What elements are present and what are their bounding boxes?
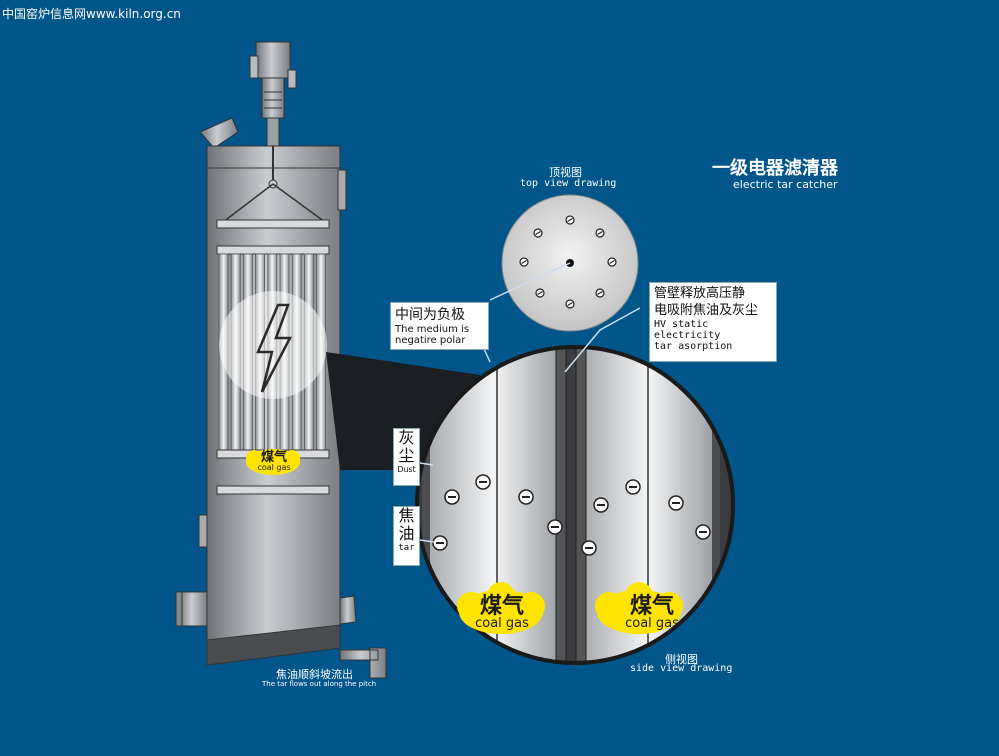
- minus-circle-icon: [444, 489, 460, 505]
- minus-circle-icon: [695, 524, 711, 540]
- coal-gas-label-left: 煤气 coal gas: [475, 594, 529, 631]
- top-view-cn: 顶视图: [549, 166, 582, 179]
- disc-hole: [533, 228, 543, 238]
- minus-circle-icon: [625, 479, 641, 495]
- top-view-en: top view drawing: [520, 178, 617, 189]
- minus-circle-icon: [547, 519, 563, 535]
- disc-hole: [565, 299, 575, 309]
- title-cn: 一级电器滤清器: [712, 158, 838, 179]
- minus-circle-icon: [668, 495, 684, 511]
- tar-flow-en: The tar flows out along the pitch: [262, 680, 377, 688]
- minus-circle-icon: [432, 535, 448, 551]
- minus-circle-icon: [593, 497, 609, 513]
- coal-gas-blob-left: [457, 582, 545, 634]
- coal-gas-blob-small: [246, 449, 300, 475]
- watermark: 中国窑炉信息网www.kiln.org.cn: [2, 7, 181, 21]
- disc-hole: [595, 228, 605, 238]
- side-view-cn: 侧视图: [665, 653, 698, 666]
- coal-gas-label-small: 煤气 coal gas: [257, 450, 291, 472]
- top-nozzle: [249, 41, 297, 147]
- disc-hole: [519, 257, 529, 267]
- pointer-lines: [419, 262, 641, 543]
- lightning-disc: [219, 291, 327, 399]
- negative-pole-box: 中间为负极 The medium is negatire polar: [390, 302, 489, 350]
- title-en: electric tar catcher: [733, 178, 838, 191]
- minus-circle-icon: [475, 474, 491, 490]
- disc-hole: [565, 215, 575, 225]
- tar-box: 焦 油 tar: [393, 506, 420, 566]
- tar-flow-cn: 焦油顺斜坡流出: [276, 668, 353, 681]
- dust-box: 灰 尘 Dust: [393, 428, 420, 486]
- disc-hole: [595, 288, 605, 298]
- disc-hole: [607, 257, 617, 267]
- minus-circle-icon: [581, 540, 597, 556]
- disc-hole: [535, 288, 545, 298]
- inlet-elbow: [199, 117, 239, 149]
- hv-static-box: 管壁释放高压静 电吸附焦油及灰尘 HV static electricity t…: [649, 282, 777, 362]
- side-view-en: side view drawing: [630, 663, 733, 674]
- lightning-icon: [256, 303, 293, 393]
- coal-gas-blob-right: [595, 582, 683, 634]
- minus-circle-icon: [518, 489, 534, 505]
- coal-gas-label-right: 煤气 coal gas: [625, 594, 679, 631]
